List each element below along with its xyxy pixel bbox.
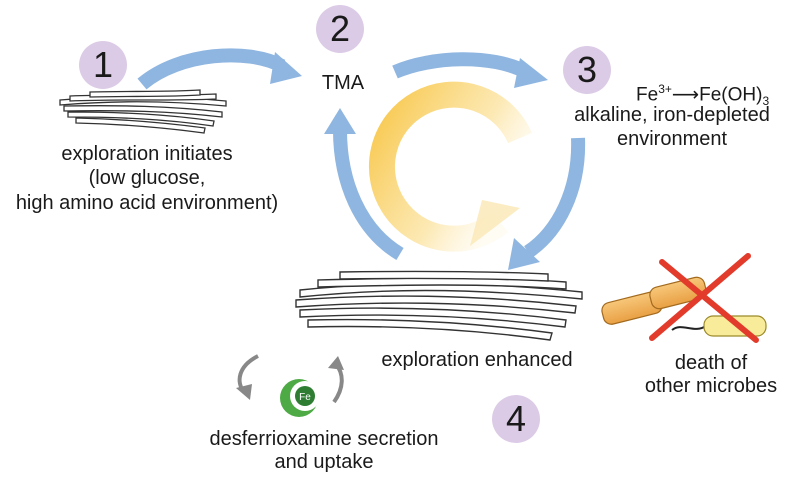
arrow-1-to-2 [137,48,302,90]
arrow-3-to-4 [508,137,586,270]
secretion-label-line2: and uptake [274,451,374,473]
death-cross-icon [649,253,759,343]
step-1-badge: 1 [79,41,127,89]
initiate-label-line1: exploration initiates [61,143,233,165]
arrow-2-to-3 [392,52,548,88]
initiate-label-line2: (low glucose, [88,167,206,189]
fe-badge-text: Fe [299,392,311,403]
colony-large-icon [295,270,583,341]
secretion-label-line1: desferrioxamine secretion [209,428,439,450]
step-4-badge: 4 [492,395,540,443]
uptake-arrow-up-icon [328,356,344,404]
iron-reaction: Fe3+⟶Fe(OH)3 [636,78,769,112]
desferrioxamine-icon: Fe [280,379,320,417]
alkaline-label-line2: environment [616,128,728,150]
death-label-line1: death of [674,352,748,374]
reaction-arrow: ⟶ [671,84,700,106]
colony-small-icon [59,89,227,134]
enhanced-label: exploration enhanced [381,349,573,371]
tma-label: TMA [321,72,365,94]
fe-reactant: Fe [636,84,659,106]
fe-charge: 3+ [658,82,672,96]
product-subscript: 3 [762,94,770,109]
step-2-badge: 2 [316,5,364,53]
initiate-label-line3: high amino acid environment) [15,192,279,214]
arrow-4-to-2 [324,108,404,261]
step-3-badge: 3 [563,46,611,94]
alkaline-label-line1: alkaline, iron-depleted [574,104,770,126]
death-label-line2: other microbes [644,375,778,397]
secretion-arrow-down-icon [236,354,259,400]
fe-product: Fe(OH) [699,84,763,106]
cycle-arc [368,81,532,252]
